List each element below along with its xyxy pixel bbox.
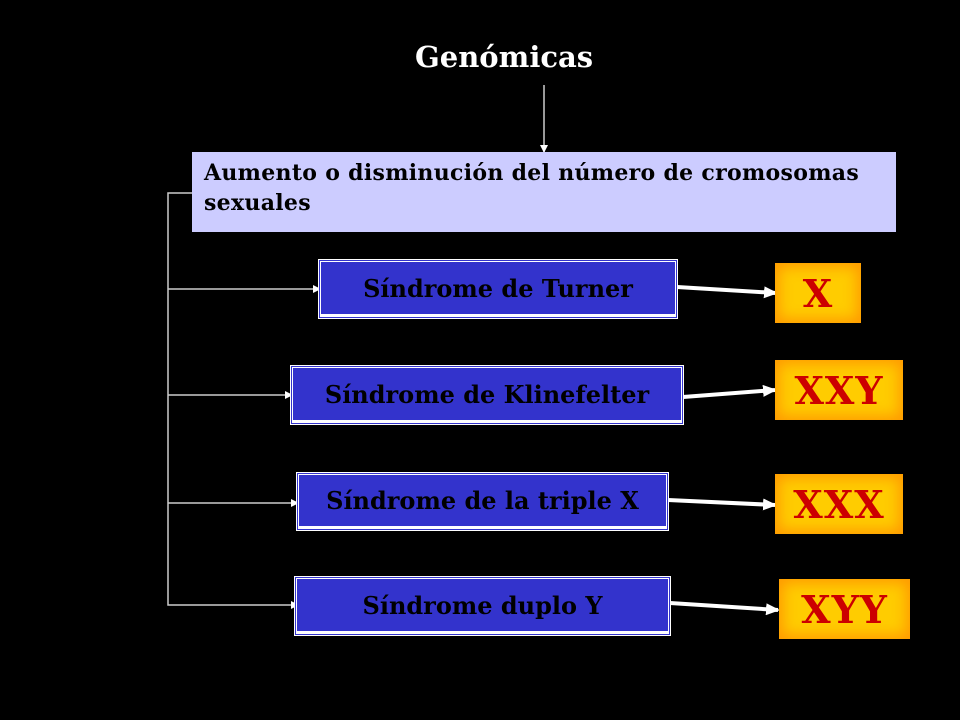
result-arrow-4 [669,601,780,616]
syndrome-box-klinefelter: Síndrome de Klinefelter [290,365,684,425]
result-arrow-1 [676,285,778,299]
category-box: Aumento o disminución del número de crom… [192,152,896,232]
result-arrow-3 [667,498,777,511]
karyotype-box-xyy: XYY [779,579,910,639]
syndrome-label: Síndrome de Klinefelter [324,379,650,409]
syndrome-label: Síndrome de la triple X [326,486,639,515]
syndrome-box-turner: Síndrome de Turner [318,259,678,319]
diagram-title: Genómicas [415,40,594,74]
syndrome-label: Síndrome de Turner [363,273,633,303]
bracket-line [167,192,299,609]
syndrome-label: Síndrome duplo Y [362,590,603,620]
karyotype-box-x: X [775,263,861,323]
syndrome-box-triple-x: Síndrome de la triple X [296,472,669,531]
karyotype-box-xxy: XXY [775,360,903,420]
karyotype-box-xxx: XXX [775,474,903,534]
syndrome-box-duplo-y: Síndrome duplo Y [294,576,671,636]
result-arrow-2 [682,384,777,399]
